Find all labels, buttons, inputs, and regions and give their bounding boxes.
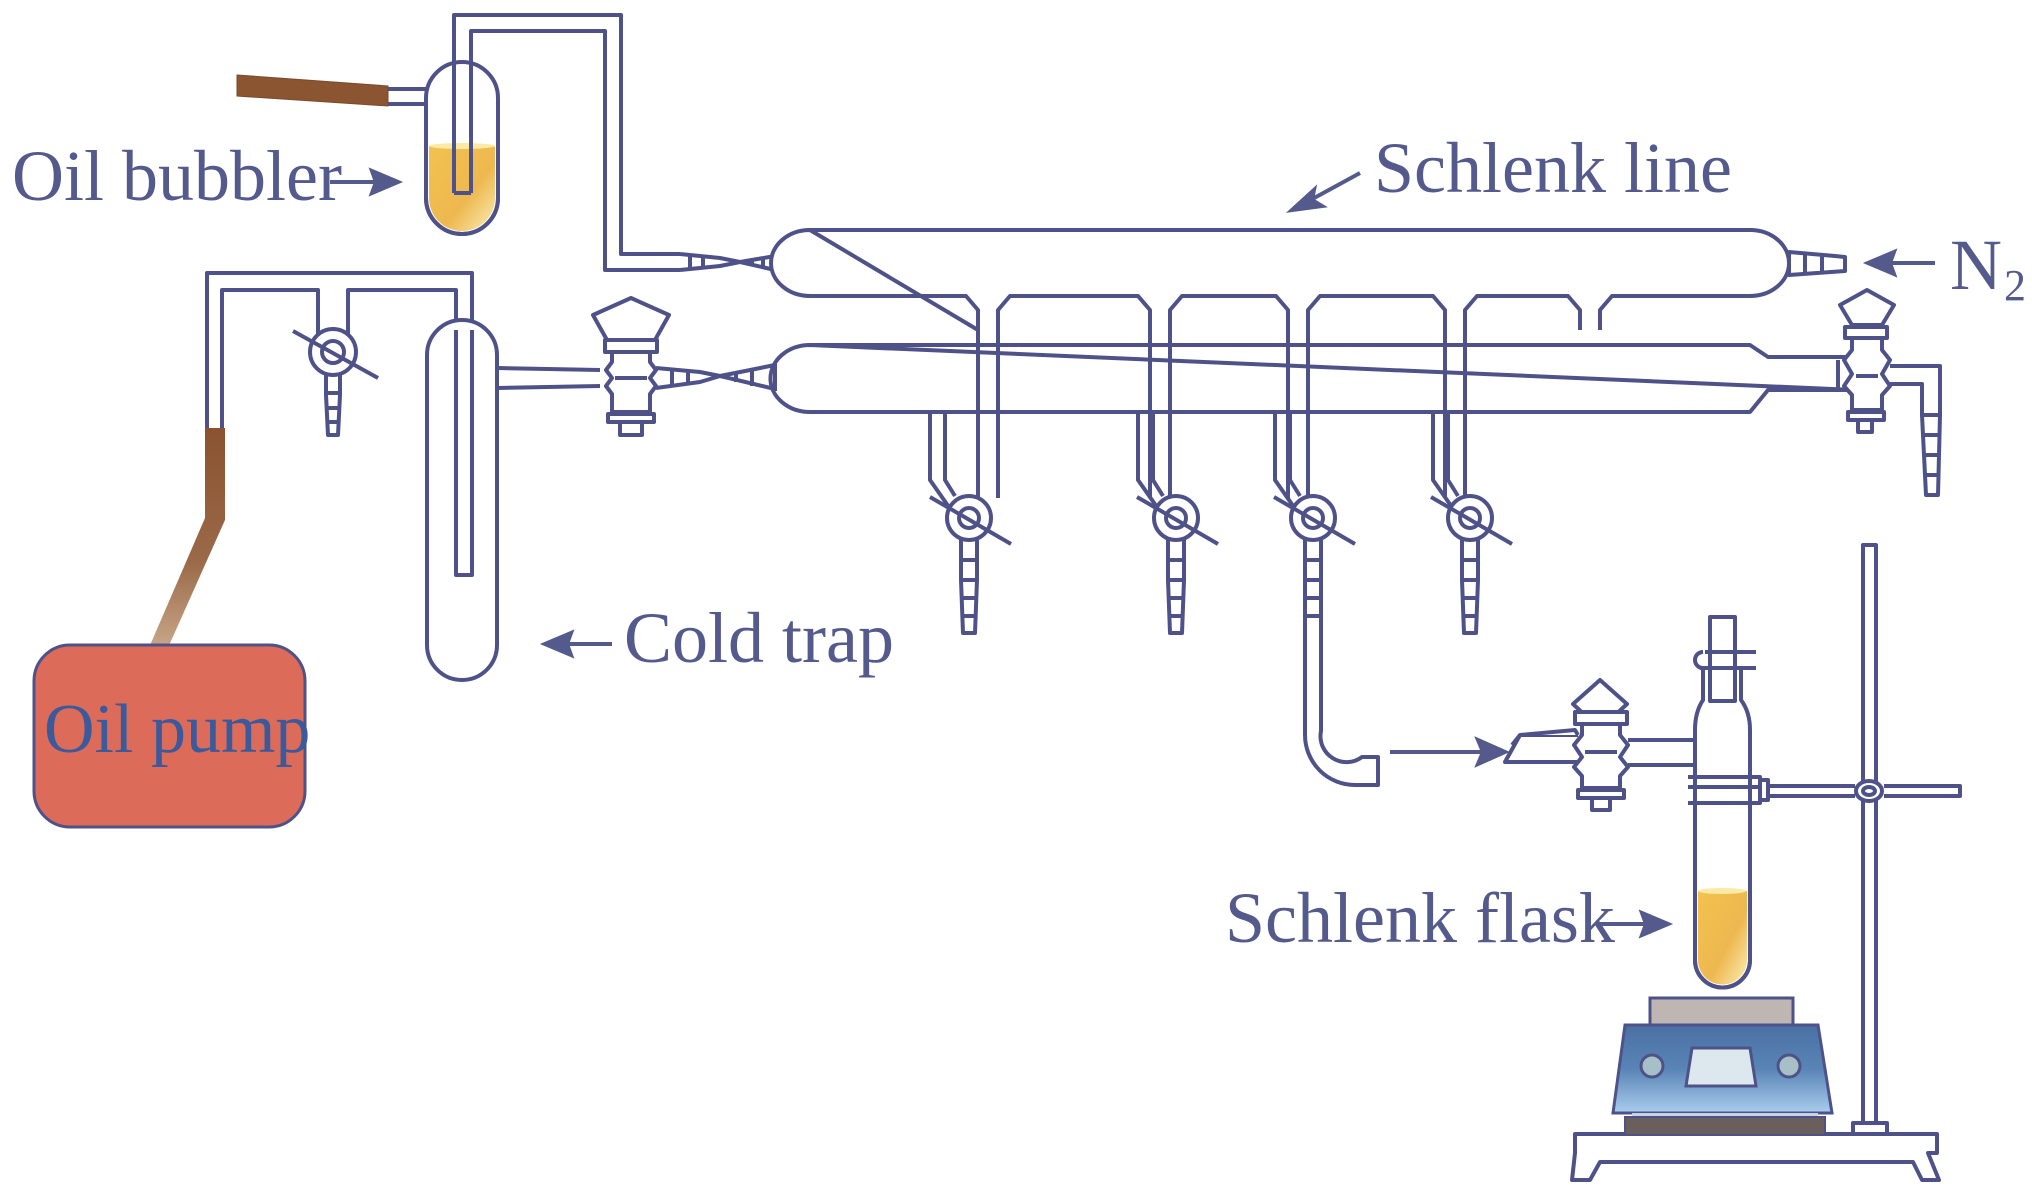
flask-stopper: [1708, 615, 1737, 703]
label-schlenk-flask: Schlenk flask: [1225, 878, 1674, 958]
stirrer-display: [1684, 1046, 1758, 1088]
tap-3[interactable]: [1272, 330, 1380, 787]
schlenk-line-label: Schlenk line: [1374, 128, 1732, 208]
label-nitrogen: N 2: [1862, 225, 2026, 310]
retort-stand: [1570, 543, 1941, 1182]
oil-pump-body: [32, 643, 307, 829]
schlenk-flask-label: Schlenk flask: [1225, 878, 1615, 958]
label-schlenk-line: Schlenk line: [1285, 128, 1732, 213]
nitrogen-label: N: [1950, 225, 2002, 305]
pump-rubber-tubing: [148, 428, 225, 650]
magnetic-stirrer: [1611, 996, 1834, 1136]
pump-line-stopcock[interactable]: [292, 327, 379, 437]
flask-liquid: [1698, 891, 1747, 985]
nitrogen-subscript: 2: [2004, 261, 2026, 310]
cold-trap: [425, 318, 601, 682]
connection-arrow: [1390, 736, 1510, 768]
oil-bubbler-label: Oil bubbler: [12, 136, 342, 216]
oil-bubbler: [236, 13, 777, 272]
label-cold-trap: Cold trap: [539, 598, 894, 678]
bubbler-oil: [429, 146, 495, 231]
nitrogen-manifold: [769, 228, 1791, 332]
right-end-stopcock[interactable]: [1838, 288, 1942, 497]
oil-pump-label: Oil pump: [44, 691, 310, 768]
tap-1[interactable]: [928, 330, 1013, 635]
oil-pump: Oil pump: [32, 643, 310, 829]
vacuum-stopcock[interactable]: [591, 296, 777, 437]
flask-stopcock[interactable]: [1503, 678, 1695, 812]
label-oil-bubbler: Oil bubbler: [12, 136, 404, 216]
cold-trap-label: Cold trap: [624, 598, 894, 678]
bubbler-rubber-tubing: [236, 74, 389, 107]
tap-4[interactable]: [1429, 330, 1514, 635]
stirrer-knob-left[interactable]: [1639, 1053, 1665, 1079]
tap-2[interactable]: [1135, 330, 1220, 635]
schlenk-manifold: [768, 228, 1942, 497]
schlenk-flask: [1503, 615, 1962, 990]
stirrer-knob-right[interactable]: [1776, 1053, 1802, 1079]
pump-line: [148, 271, 474, 650]
